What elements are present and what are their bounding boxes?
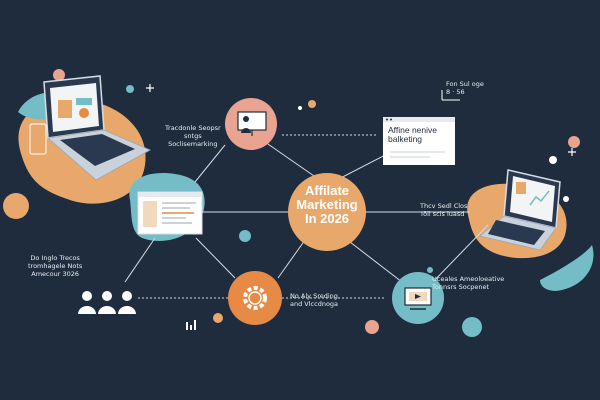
phone-icon [29,123,47,155]
dot [365,320,379,334]
browser-card [383,117,455,165]
bar-chart-icon [186,320,196,330]
dot [53,69,65,81]
blob-right-teal [540,245,594,291]
label-right-mid: Thcv Sedl Clos Töil scis luasd [420,202,468,218]
people-icon [78,291,136,314]
center-title: Affilate Marketing In 2026 [296,183,358,226]
plus-mark [146,84,154,92]
dot [462,317,482,337]
video-icon [404,287,432,310]
node-gear [228,271,282,325]
laptop-icon [43,75,151,181]
top-card-title: Affine nenive balketing [388,125,437,144]
label-top-left: Tracdonle Seopsr sntgs Soclisemarking [165,124,221,148]
laptop-icon [479,169,561,251]
label-bottom-center: No Aly Sreding and Vlccdnoga [290,292,339,308]
dot [568,136,580,148]
browser-icon [137,191,203,235]
dot [563,196,569,202]
dot [239,230,251,242]
line-trend-icon [441,90,460,101]
dot [3,193,29,219]
gear-icon [243,286,267,310]
label-top-right: Fon Sul oge 8 · 56 [446,80,484,96]
dot [213,313,223,323]
label-bottom-right: Uceales Ameoloeative Tonnsrs Socpenet [432,275,505,291]
presentation-icon [237,111,267,136]
dot [427,267,433,273]
dot [126,85,134,93]
plus-mark [568,148,576,156]
dot [308,100,316,108]
label-left-bottom: Do Inglo Trecos tromhagele Nots Amecour … [28,254,83,278]
node-center [288,173,366,251]
dot [549,156,557,164]
dot [298,106,302,110]
